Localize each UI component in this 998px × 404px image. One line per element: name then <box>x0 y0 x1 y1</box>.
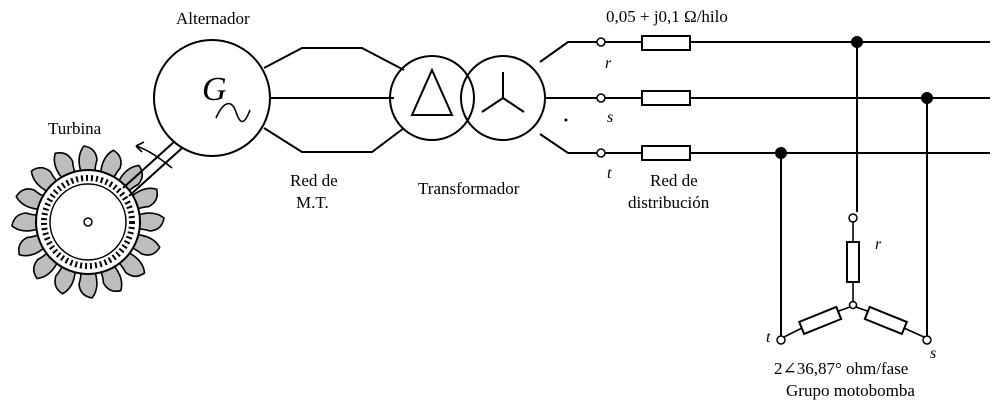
phase-s-label: s <box>607 109 613 126</box>
turbine-label: Turbina <box>48 119 102 138</box>
distribution-label-2: distribución <box>628 193 710 212</box>
mv-network-label-1: Red de <box>290 171 338 190</box>
turbine-blade <box>130 187 159 211</box>
mv-network-label-2: M.T. <box>296 193 329 212</box>
turbine-blade <box>17 233 46 257</box>
load-t-label: t <box>766 329 771 346</box>
turbine-blade <box>15 188 46 211</box>
phase-r-label: r <box>605 55 612 72</box>
distribution-lines <box>539 35 990 161</box>
turbine-icon <box>11 145 165 299</box>
load-connections <box>775 36 933 345</box>
transformer <box>389 55 546 141</box>
turbine-blade <box>99 149 122 180</box>
generator-symbol: G <box>202 71 227 108</box>
turbine-blade <box>99 264 123 293</box>
distribution-label-1: Red de <box>650 171 698 190</box>
turbine-blade <box>137 212 165 232</box>
turbine-blade <box>11 212 39 232</box>
transformer-label: Transformador <box>418 179 520 198</box>
turbine-blade <box>54 264 77 295</box>
load-impedance-label: 2∠36,87° ohm/fase <box>774 359 908 378</box>
mv-network-lines <box>263 47 405 153</box>
line-impedance-label: 0,05 + j0,1 Ω/hilo <box>606 7 728 26</box>
load-name-label: Grupo motobomba <box>786 381 915 400</box>
generator-icon <box>153 39 271 157</box>
turbine-blade <box>53 151 77 180</box>
delta-winding-icon <box>410 67 454 116</box>
load-s-label: s <box>930 345 936 362</box>
turbine-blade <box>130 233 161 256</box>
phase-t-label: t <box>607 165 612 182</box>
turbine-blade <box>78 271 98 299</box>
alternator-label: Alternador <box>176 9 250 28</box>
turbine-blade <box>78 145 98 173</box>
wye-winding-icon <box>481 72 525 113</box>
load-r-label: r <box>875 236 882 253</box>
